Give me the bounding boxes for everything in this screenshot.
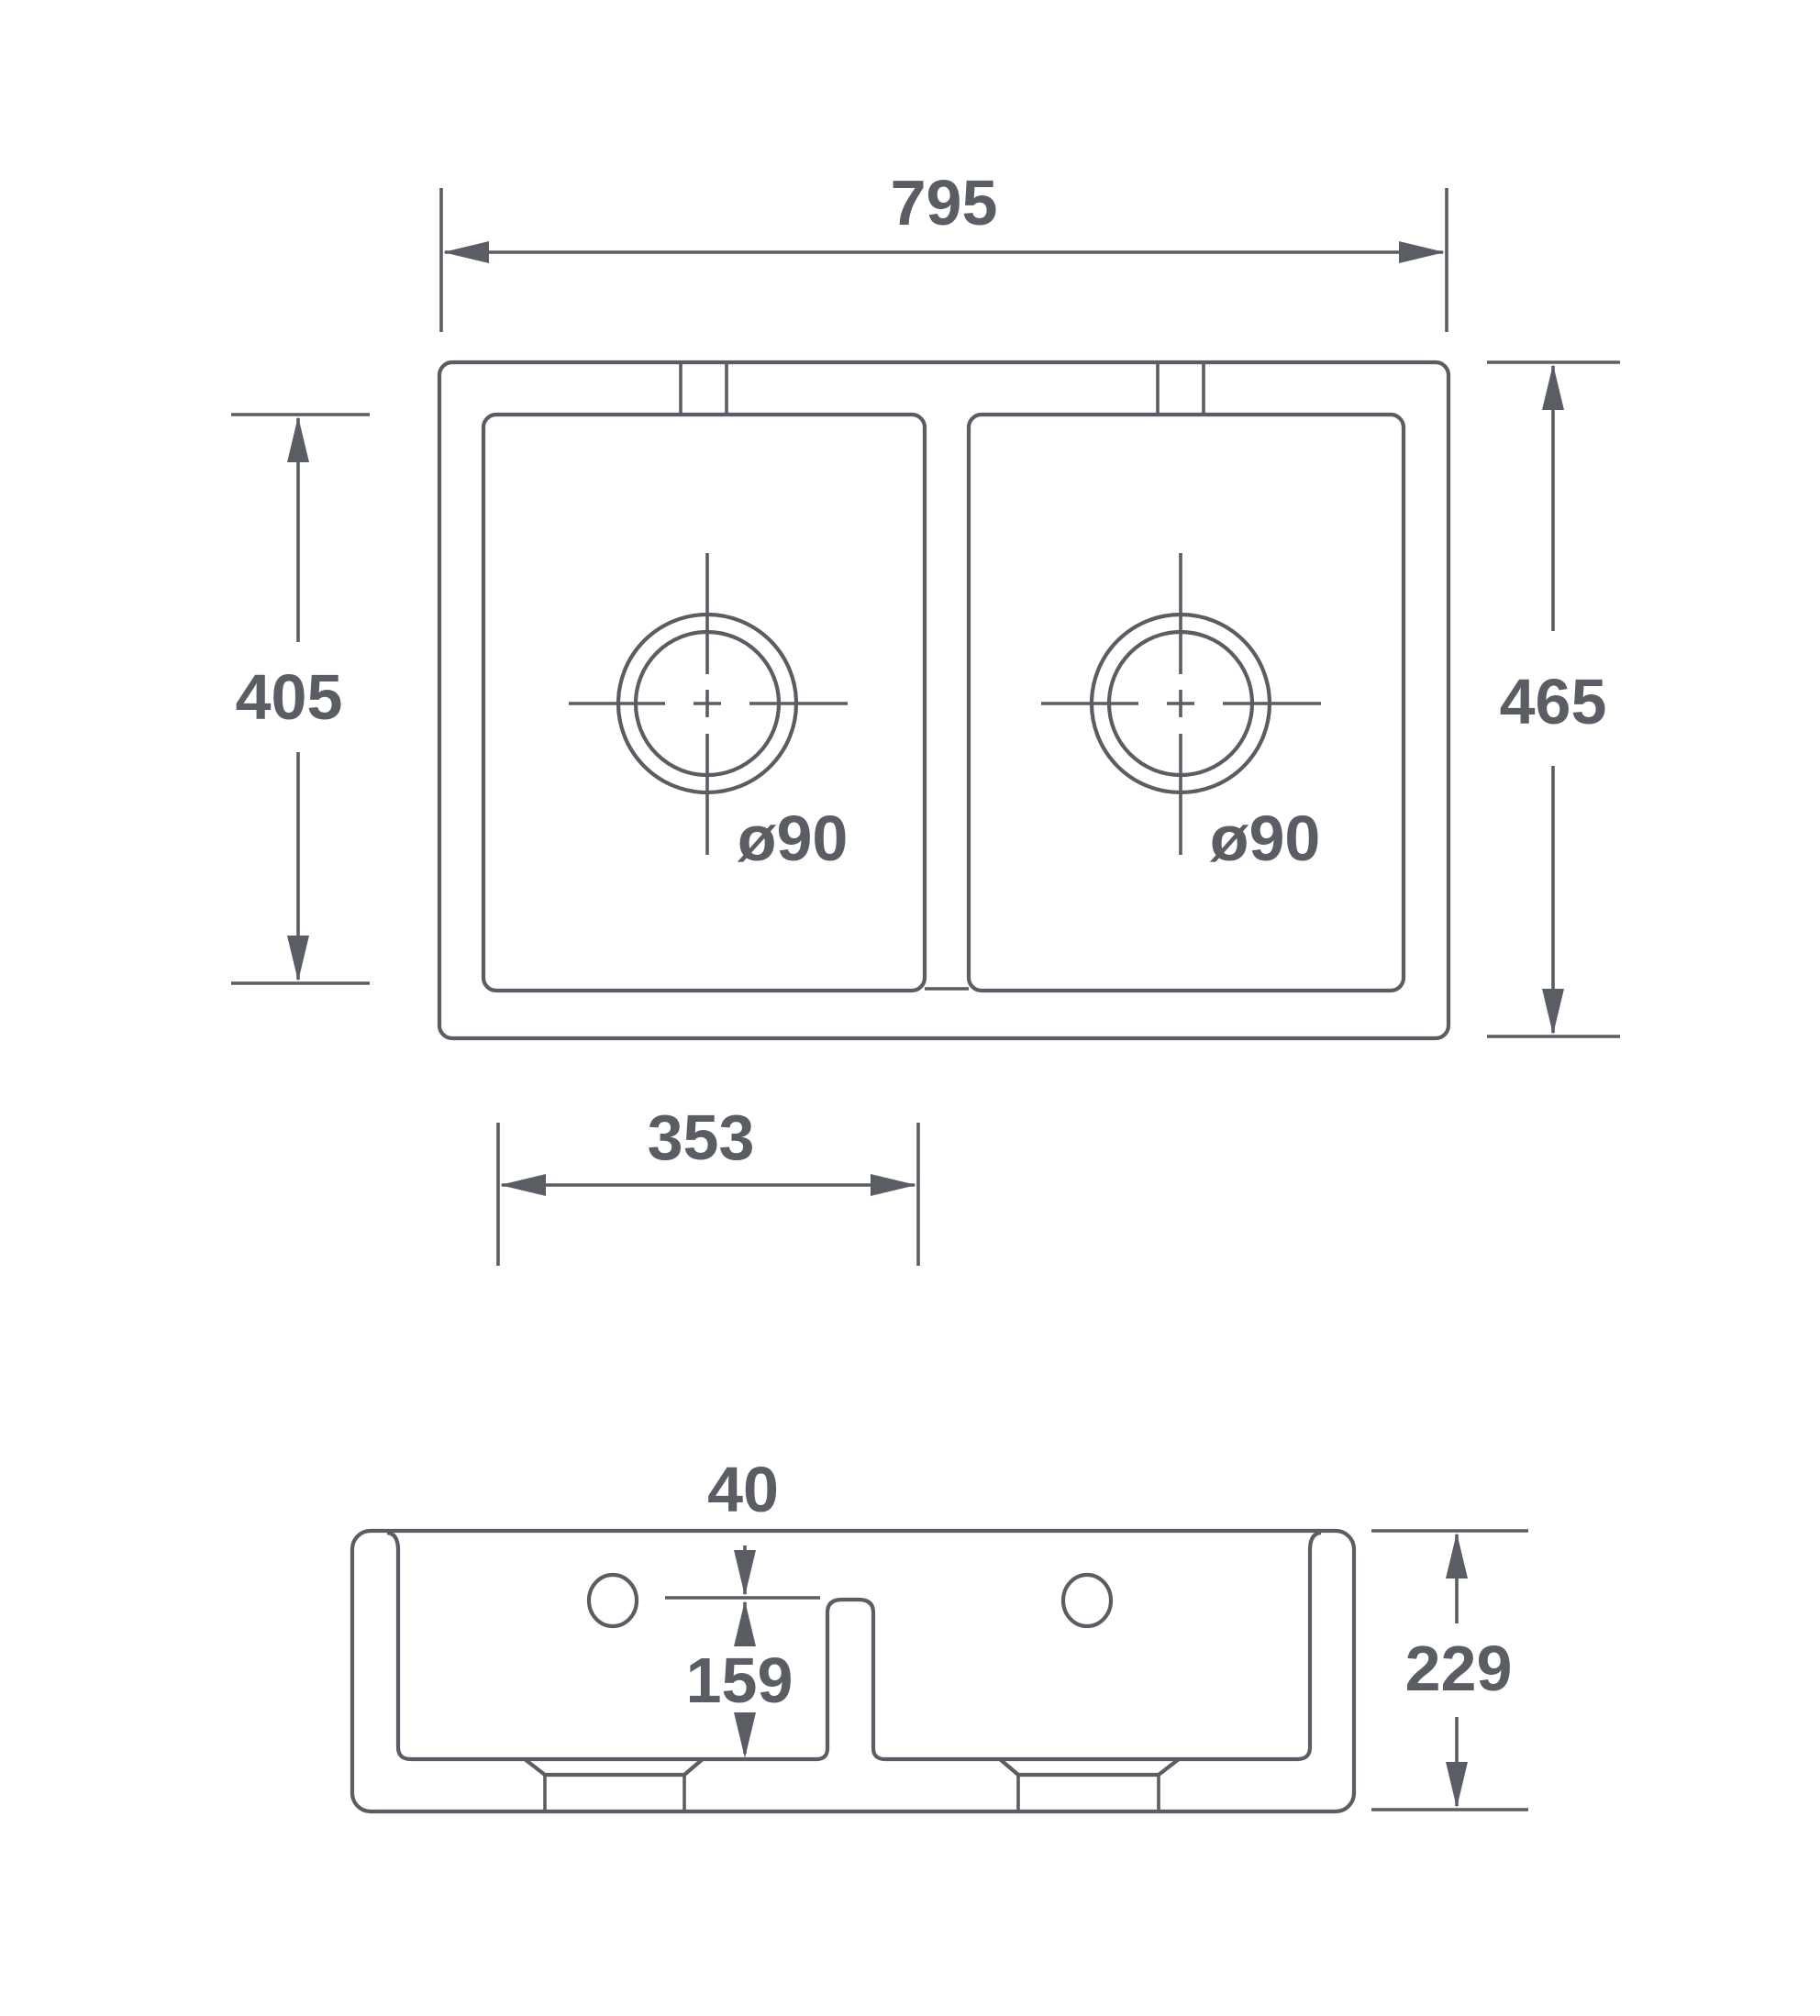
front-inner-profile <box>386 1530 1322 1762</box>
top-view: 795 ø90 <box>231 167 1620 1266</box>
overall-height-dimension: 229 <box>1371 1529 1528 1811</box>
arrowhead-left <box>443 241 489 263</box>
arrowhead-top <box>1446 1533 1468 1578</box>
bowl-depth-label: 405 <box>236 661 343 733</box>
overall-depth-dimension: 465 <box>1487 360 1620 1038</box>
overall-depth-label: 465 <box>1500 666 1607 737</box>
left-waste-diameter-label: ø90 <box>738 803 849 874</box>
right-waste-outlet <box>998 1757 1181 1811</box>
left-outlet-taper <box>523 1757 705 1778</box>
right-outlet-taper <box>998 1757 1181 1778</box>
overflow-dimension: 40 159 <box>665 1454 820 1758</box>
left-waste: ø90 <box>569 553 848 874</box>
right-bowl-outline <box>966 412 1406 993</box>
sink-outer-outline <box>437 360 1451 1041</box>
overall-height-label: 229 <box>1405 1633 1513 1704</box>
overall-width-dimension: 795 <box>439 167 1448 332</box>
left-waste-outlet <box>523 1757 705 1811</box>
arrowhead-right <box>1399 241 1445 263</box>
right-waste: ø90 <box>1041 553 1321 874</box>
right-overflow-hole <box>1060 1572 1114 1629</box>
left-bowl-outline <box>481 412 927 993</box>
overall-width-label: 795 <box>891 167 998 238</box>
front-outer-outline <box>350 1528 1357 1814</box>
overflow-offset-label: 40 <box>707 1454 779 1525</box>
overflow-offset-arrowhead <box>734 1550 756 1596</box>
bowl-depth-dimension: 405 <box>231 413 370 985</box>
arrowhead-bottom <box>287 936 309 981</box>
arrowhead-top <box>287 416 309 462</box>
right-waste-diameter-label: ø90 <box>1210 803 1321 874</box>
top-edge-slots <box>679 362 1205 413</box>
bowl-width-label: 353 <box>648 1102 755 1173</box>
front-view: 40 159 229 <box>350 1454 1528 1814</box>
overflow-height-arrowhead-bottom <box>734 1712 756 1758</box>
overflow-height-label: 159 <box>686 1645 793 1716</box>
arrowhead-bottom <box>1446 1762 1468 1808</box>
arrowhead-right <box>871 1174 916 1196</box>
arrowhead-bottom <box>1542 989 1564 1035</box>
bowl-width-dimension: 353 <box>496 1102 920 1266</box>
arrowhead-top <box>1542 364 1564 410</box>
arrowhead-left <box>500 1174 546 1196</box>
left-overflow-hole <box>586 1572 639 1629</box>
